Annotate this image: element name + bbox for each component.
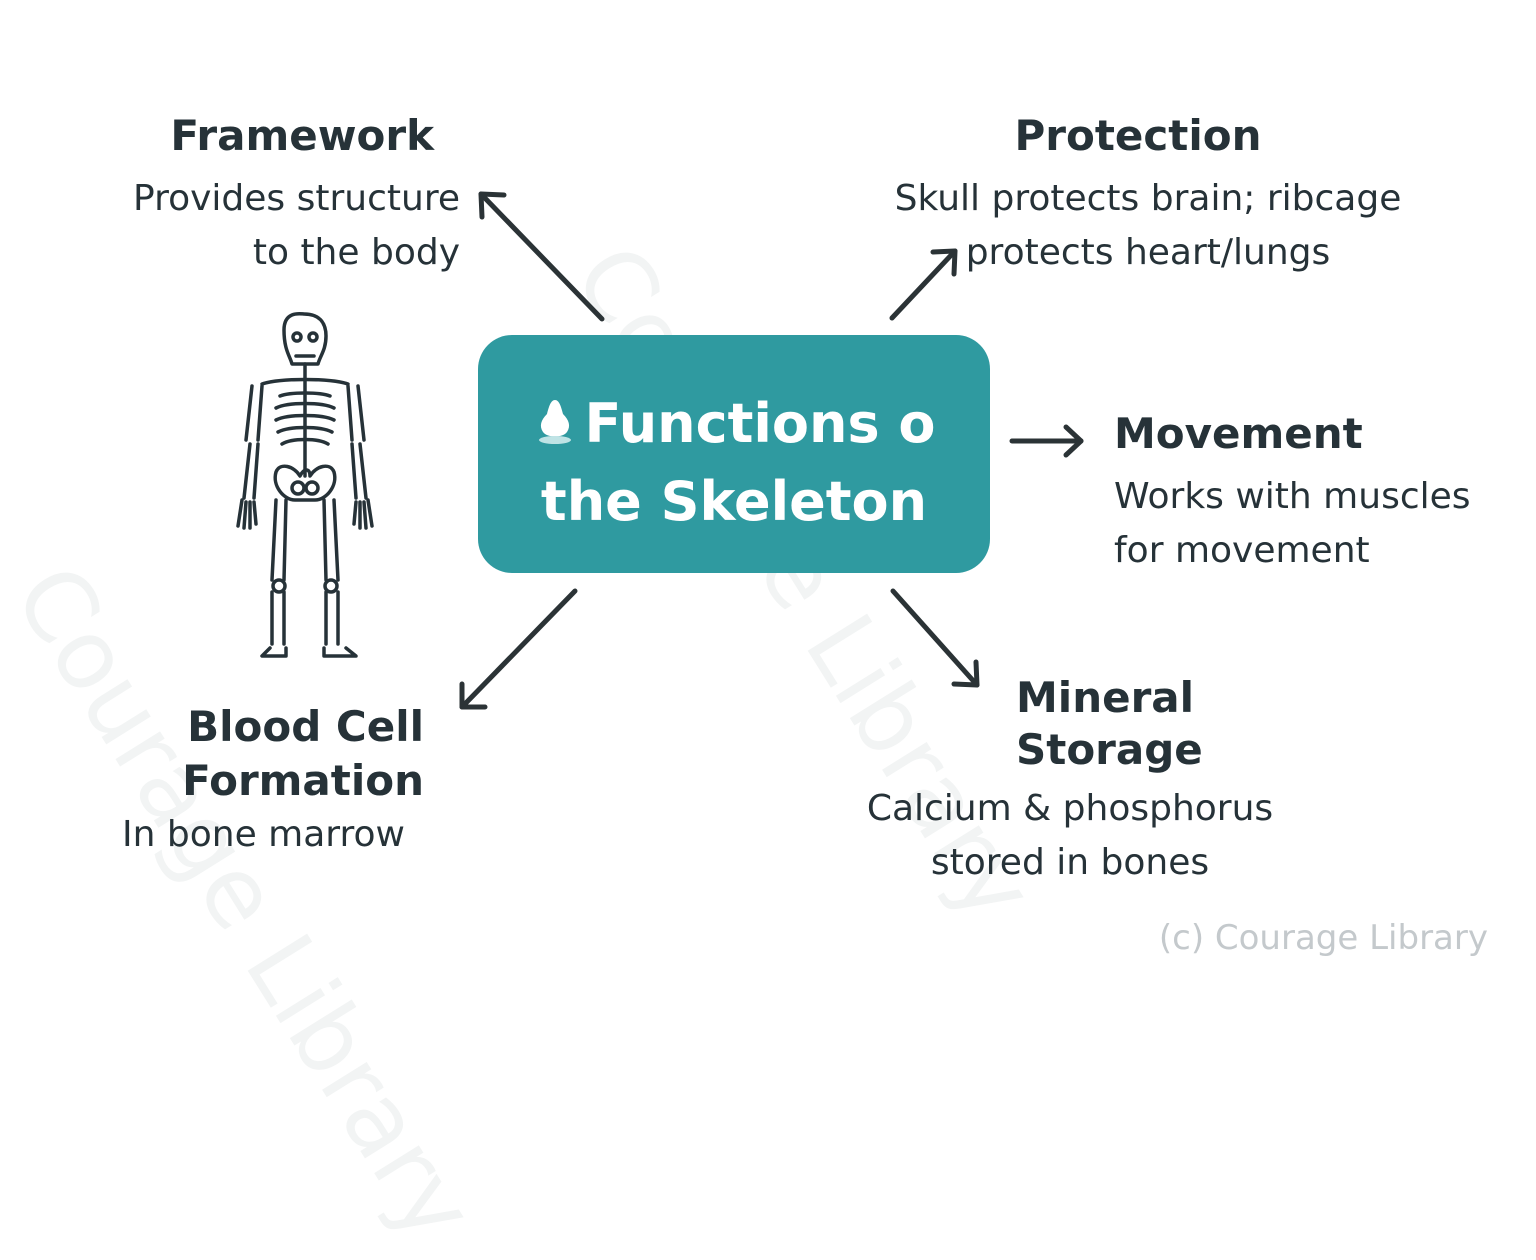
node-desc-line: Skull protects brain; ribcage bbox=[894, 178, 1402, 219]
node-desc-line: protects heart/lungs bbox=[965, 232, 1331, 273]
node-desc: Provides structure to the body bbox=[80, 172, 460, 280]
bone-drop-icon bbox=[538, 400, 571, 444]
node-desc-line: Provides structure bbox=[133, 178, 460, 219]
arrow-to-movement bbox=[1009, 424, 1084, 458]
node-desc-line: to the body bbox=[252, 232, 460, 273]
central-title-line2: the Skeleton bbox=[540, 470, 928, 533]
central-title-line1: Functions o bbox=[584, 392, 936, 455]
node-desc-line: stored in bones bbox=[930, 842, 1210, 883]
arrow-to-blood-cell bbox=[459, 588, 578, 710]
central-topic-box: Functions o the Skeleton bbox=[478, 335, 990, 573]
node-title-line: Formation bbox=[182, 756, 424, 805]
node-title: Framework bbox=[170, 111, 434, 160]
arrow-to-framework bbox=[478, 191, 605, 322]
arrow-to-protection bbox=[889, 248, 958, 321]
copyright-text: (c) Courage Library bbox=[1158, 918, 1488, 958]
node-title: Movement bbox=[1114, 409, 1363, 458]
central-title: Functions o the Skeleton bbox=[478, 385, 990, 541]
node-title: Mineral Storage bbox=[1016, 673, 1203, 774]
node-desc: In bone marrow bbox=[122, 814, 405, 855]
arrow-to-mineral bbox=[890, 588, 980, 688]
skeleton-icon bbox=[236, 311, 374, 658]
node-title-line: Blood Cell bbox=[187, 702, 424, 751]
node-movement: Movement Works with muscles for movement bbox=[1114, 408, 1524, 578]
node-mineral-storage: Mineral Storage Calcium & phosphorus stor… bbox=[850, 672, 1390, 890]
node-title: Protection bbox=[1014, 111, 1262, 160]
node-protection: Protection Skull protects brain; ribcage… bbox=[868, 110, 1428, 280]
node-desc: Calcium & phosphorus stored in bones bbox=[850, 782, 1290, 890]
node-desc: Skull protects brain; ribcage protects he… bbox=[868, 172, 1428, 280]
diagram-canvas bbox=[236, 191, 1084, 710]
node-desc-line: for movement bbox=[1114, 530, 1370, 571]
node-desc: Works with muscles for movement bbox=[1114, 470, 1524, 578]
node-framework: Framework Provides structure to the body bbox=[80, 110, 460, 280]
node-desc-line: Calcium & phosphorus bbox=[866, 788, 1274, 829]
node-desc-line: Works with muscles bbox=[1114, 476, 1471, 517]
